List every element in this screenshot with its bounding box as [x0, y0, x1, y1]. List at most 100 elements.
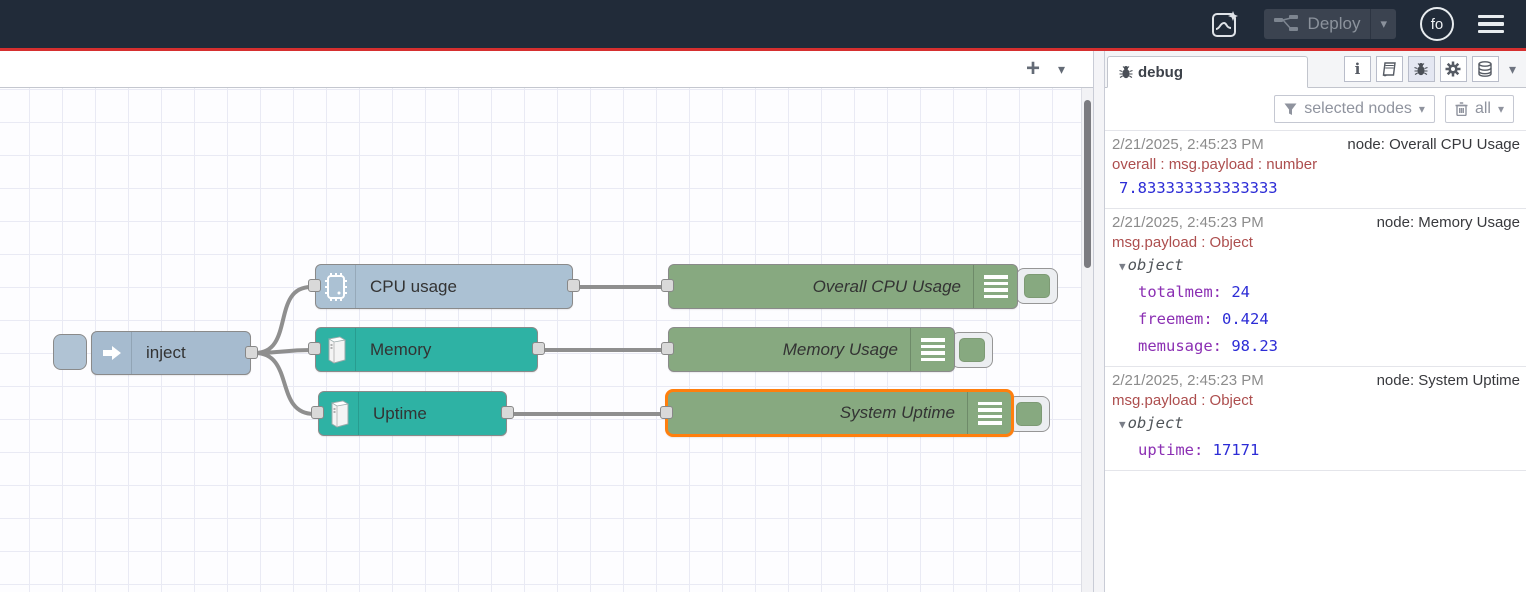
message-value: 7.833333333333333	[1119, 179, 1278, 197]
deploy-dropdown-caret[interactable]: ▾	[1370, 9, 1396, 39]
flow-tab-bar: + ▾	[0, 51, 1093, 88]
book-icon	[1382, 61, 1396, 76]
flow-canvas: + ▾ inject	[0, 51, 1093, 592]
node-label: Uptime	[373, 403, 427, 423]
debug-enable-toggle[interactable]	[1016, 268, 1058, 304]
canvas-vertical-scrollbar[interactable]	[1081, 88, 1093, 592]
node-memory[interactable]: Memory	[308, 327, 545, 372]
output-port[interactable]	[501, 406, 514, 419]
debug-list-icon	[973, 265, 1017, 308]
sidebar-more-caret[interactable]: ▾	[1508, 60, 1516, 77]
scrollbar-thumb[interactable]	[1084, 100, 1091, 268]
node-label: CPU usage	[370, 276, 457, 296]
output-port[interactable]	[532, 342, 545, 355]
deploy-button[interactable]: Deploy ▾	[1263, 9, 1396, 39]
input-port[interactable]	[308, 342, 321, 355]
flow-ai-icon[interactable]	[1210, 9, 1240, 39]
node-label: System Uptime	[839, 403, 955, 422]
deploy-icon	[1273, 15, 1298, 31]
funnel-icon	[1284, 103, 1297, 115]
object-collapse-toggle[interactable]: ▼	[1119, 260, 1126, 273]
object-label: object	[1127, 414, 1184, 432]
deploy-label: Deploy	[1307, 14, 1361, 33]
tab-info-button[interactable]: i	[1343, 56, 1371, 82]
debug-message[interactable]: 2/21/2025, 2:45:23 PM node: Memory Usage…	[1105, 208, 1526, 366]
database-icon	[1478, 61, 1493, 77]
object-entry: freemem: 0.424	[1138, 310, 1269, 328]
node-label: Overall CPU Usage	[812, 276, 961, 296]
debug-enable-toggle[interactable]	[1008, 396, 1050, 432]
trash-icon	[1455, 102, 1468, 116]
node-label: inject	[146, 343, 186, 362]
tab-config-button[interactable]	[1439, 56, 1467, 82]
debug-message-list: 2/21/2025, 2:45:23 PM node: Overall CPU …	[1105, 130, 1526, 592]
info-icon: i	[1354, 60, 1361, 78]
node-uptime[interactable]: Uptime	[311, 391, 514, 436]
debug-enable-toggle[interactable]	[951, 332, 993, 368]
node-label: Memory	[370, 339, 432, 359]
avatar-initials: fo	[1430, 15, 1444, 33]
gear-icon	[1445, 61, 1461, 77]
message-property: msg.payload : Object	[1112, 392, 1253, 409]
message-node: node: Overall CPU Usage	[1347, 136, 1520, 153]
add-flow-button[interactable]: +	[1025, 55, 1040, 82]
sidebar-tab-bar: debug i	[1105, 51, 1526, 88]
bug-icon	[1119, 66, 1133, 79]
tab-debug[interactable]: debug	[1107, 56, 1308, 88]
menu-icon[interactable]	[1478, 14, 1504, 34]
object-label: object	[1127, 256, 1184, 274]
object-entry: memusage: 98.23	[1138, 337, 1279, 355]
message-timestamp: 2/21/2025, 2:45:23 PM	[1112, 372, 1264, 389]
clear-label: all	[1474, 100, 1491, 117]
debug-clear-button[interactable]: all ▾	[1444, 95, 1514, 123]
debug-filter-button[interactable]: selected nodes ▾	[1274, 95, 1435, 123]
message-property: msg.payload : Object	[1112, 234, 1253, 251]
user-avatar[interactable]: fo	[1420, 7, 1454, 41]
debug-message[interactable]: 2/21/2025, 2:45:23 PM node: System Uptim…	[1105, 366, 1526, 471]
message-timestamp: 2/21/2025, 2:45:23 PM	[1112, 136, 1264, 153]
output-port[interactable]	[245, 345, 258, 359]
sidebar-splitter[interactable]	[1093, 51, 1105, 592]
input-port[interactable]	[660, 405, 673, 419]
chevron-down-icon: ▾	[1418, 102, 1425, 116]
tab-debug-icon-button[interactable]	[1407, 56, 1435, 82]
filter-label: selected nodes	[1304, 100, 1412, 117]
message-property: overall : msg.payload : number	[1112, 156, 1318, 173]
wires-layer	[253, 284, 666, 417]
wire[interactable]	[253, 285, 313, 355]
chip-icon	[316, 265, 356, 308]
debug-list-icon	[910, 328, 954, 371]
node-cpu-usage[interactable]: CPU usage	[308, 264, 580, 309]
header-bar: Deploy ▾ fo	[0, 0, 1526, 48]
input-port[interactable]	[308, 279, 321, 292]
node-debug-uptime[interactable]: System Uptime	[660, 389, 1014, 437]
debug-toolbar: selected nodes ▾ all ▾	[1105, 88, 1526, 130]
chevron-down-icon: ▾	[1497, 102, 1504, 116]
input-port[interactable]	[661, 342, 674, 355]
tab-context-button[interactable]	[1471, 56, 1499, 82]
inject-trigger-button[interactable]	[53, 334, 87, 370]
header-accent-line	[0, 48, 1526, 51]
debug-list-icon	[967, 392, 1011, 434]
flow-list-caret[interactable]: ▾	[1057, 60, 1065, 77]
node-label: Memory Usage	[782, 339, 898, 359]
input-port[interactable]	[311, 406, 324, 419]
debug-message[interactable]: 2/21/2025, 2:45:23 PM node: Overall CPU …	[1105, 130, 1526, 208]
message-node: node: System Uptime	[1376, 372, 1520, 389]
message-node: node: Memory Usage	[1376, 214, 1520, 231]
output-port[interactable]	[567, 279, 580, 292]
message-timestamp: 2/21/2025, 2:45:23 PM	[1112, 214, 1264, 231]
canvas-grid[interactable]: inject CPU usage	[0, 88, 1093, 592]
inject-arrow-icon	[92, 332, 132, 374]
node-debug-memory[interactable]: Memory Usage	[661, 327, 955, 372]
tab-help-button[interactable]	[1375, 56, 1403, 82]
node-debug-overall-cpu[interactable]: Overall CPU Usage	[661, 264, 1018, 309]
object-collapse-toggle[interactable]: ▼	[1119, 418, 1126, 431]
server-icon	[319, 392, 359, 435]
object-entry: uptime: 17171	[1138, 441, 1260, 459]
bug-icon	[1414, 63, 1429, 76]
wire[interactable]	[253, 351, 316, 416]
sidebar-panel: debug i	[1105, 51, 1526, 592]
input-port[interactable]	[661, 279, 674, 292]
node-inject[interactable]: inject	[91, 331, 258, 375]
